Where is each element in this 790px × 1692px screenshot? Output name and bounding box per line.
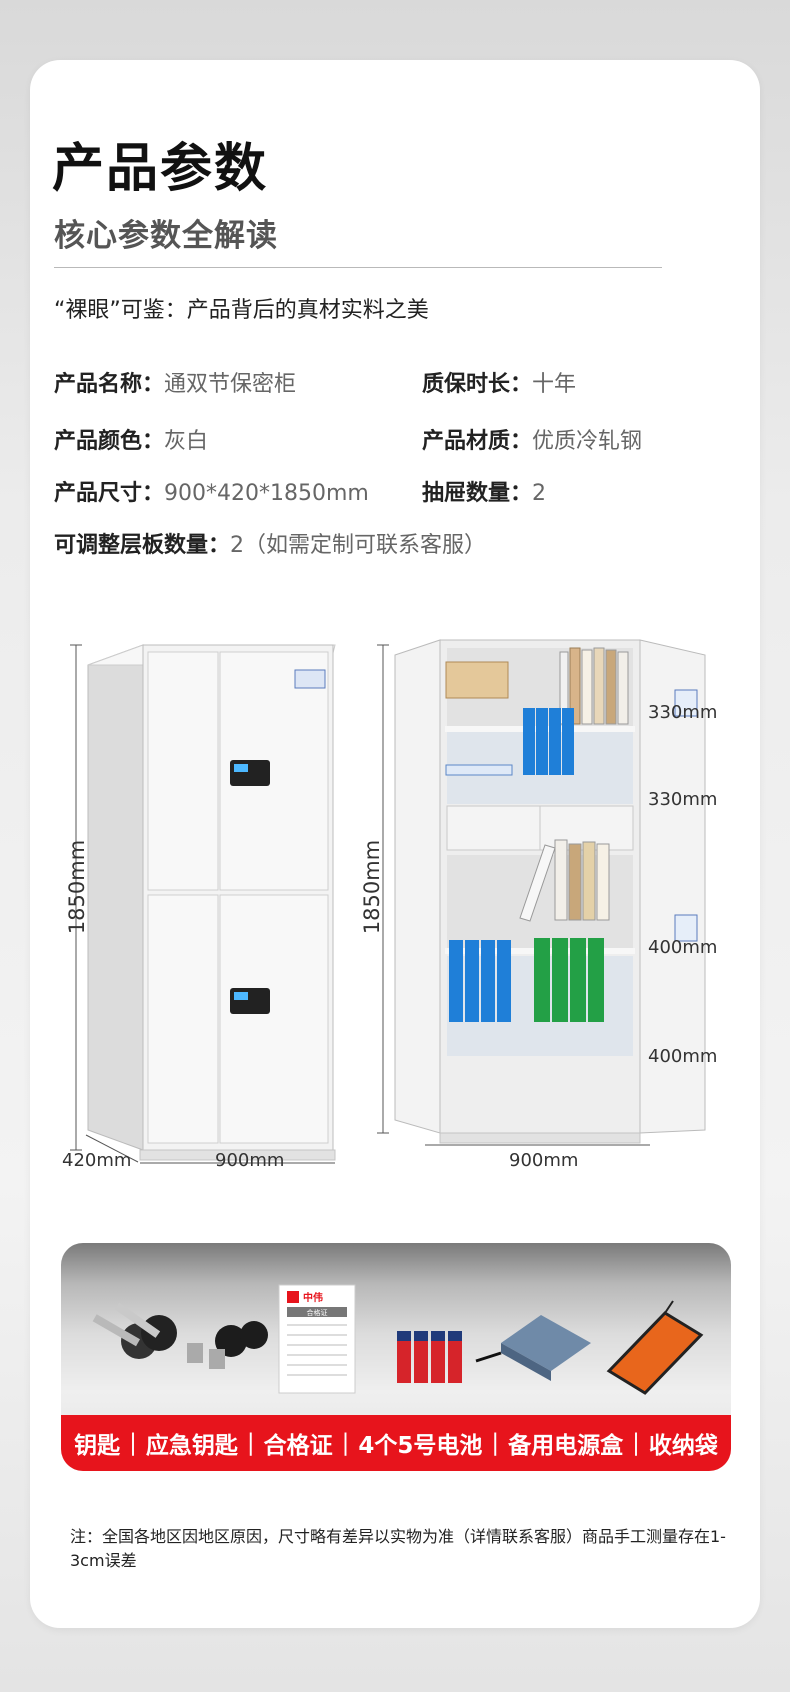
spec-drawers: 抽屉数量：2 [422, 475, 546, 507]
spec-color: 产品颜色：灰白 [54, 423, 208, 455]
spec-value: 优质冷轧钢 [532, 429, 643, 454]
closed-cabinet [87, 644, 336, 1161]
certificate-title: 合格证 [307, 1308, 328, 1317]
spec-shelves: 可调整层板数量：2（如需定制可联系客服） [54, 527, 486, 559]
compartment-label: 400mm [648, 1046, 718, 1067]
power-box-icon [475, 1315, 591, 1381]
storage-bag-icon [606, 1300, 704, 1395]
spec-material: 产品材质：优质冷轧钢 [422, 423, 642, 455]
spec-label: 抽屉数量： [422, 481, 533, 506]
divider [54, 267, 662, 268]
spec-value: 灰白 [164, 429, 209, 454]
separator: | [632, 1430, 640, 1456]
accessory-label: 合格证 [263, 1433, 333, 1459]
accessories-bar: 钥匙 | 应急钥匙 | 合格证 | 4个5号电池 | 备用电源盒 | 收纳袋 [61, 1415, 731, 1471]
accessory-label: 收纳袋 [648, 1433, 718, 1459]
width-label-right: 900mm [509, 1150, 579, 1171]
emergency-key-icon [187, 1321, 268, 1369]
footnote: 注：全国各地区因地区原因，尺寸略有差异以实物为准（详情联系客服）商品手工测量存在… [70, 1527, 726, 1570]
certificate-icon: 中伟 合格证 [278, 1284, 356, 1394]
spec-name: 产品名称：通双节保密柜 [54, 366, 296, 398]
spec-label: 产品颜色： [54, 429, 165, 454]
height-label-left: 1850mm [65, 839, 90, 935]
spec-warranty: 质保时长：十年 [422, 366, 576, 398]
spec-label: 可调整层板数量： [54, 533, 231, 558]
spec-value: 2（如需定制可联系客服） [230, 533, 487, 558]
spec-size: 产品尺寸：900*420*1850mm [54, 475, 369, 507]
cabinet-illustration [70, 639, 706, 1164]
accessory-label: 应急钥匙 [145, 1433, 238, 1459]
depth-label: 420mm [62, 1150, 132, 1171]
spec-value: 通双节保密柜 [164, 372, 297, 397]
spec-value: 十年 [532, 372, 577, 397]
spec-label: 质保时长： [422, 372, 533, 397]
battery-icon [397, 1331, 462, 1383]
spec-label: 产品尺寸： [54, 481, 165, 506]
accessory-label: 钥匙 [74, 1433, 121, 1459]
page-title: 产品参数 [52, 139, 269, 199]
page-subtitle: 核心参数全解读 [54, 218, 278, 254]
separator: | [246, 1430, 255, 1456]
accessories-panel: 中伟 合格证 钥匙| 应急钥匙| 合格证| 4个5 [61, 1243, 731, 1471]
tagline: “裸眼”可鉴：产品背后的真材实料之美 [54, 298, 429, 323]
separator: | [341, 1430, 350, 1456]
spec-label: 产品名称： [54, 372, 165, 397]
height-label-right: 1850mm [360, 839, 385, 935]
compartment-label: 400mm [648, 937, 718, 958]
compartment-label: 330mm [648, 702, 718, 723]
spec-value: 900*420*1850mm [164, 481, 369, 506]
width-label-left: 900mm [215, 1150, 285, 1171]
spec-label: 产品材质： [422, 429, 533, 454]
spec-value: 2 [532, 481, 547, 506]
accessory-label: 备用电源盒 [508, 1433, 624, 1459]
open-cabinet [394, 639, 706, 1144]
separator: | [491, 1430, 500, 1456]
compartment-label: 330mm [648, 789, 718, 810]
certificate-brand: 中伟 [303, 1291, 323, 1304]
accessory-label: 4个5号电池 [358, 1433, 483, 1459]
accessories-illustration: 中伟 合格证 [92, 1284, 704, 1395]
key-icon [92, 1302, 177, 1359]
separator: | [129, 1430, 137, 1456]
